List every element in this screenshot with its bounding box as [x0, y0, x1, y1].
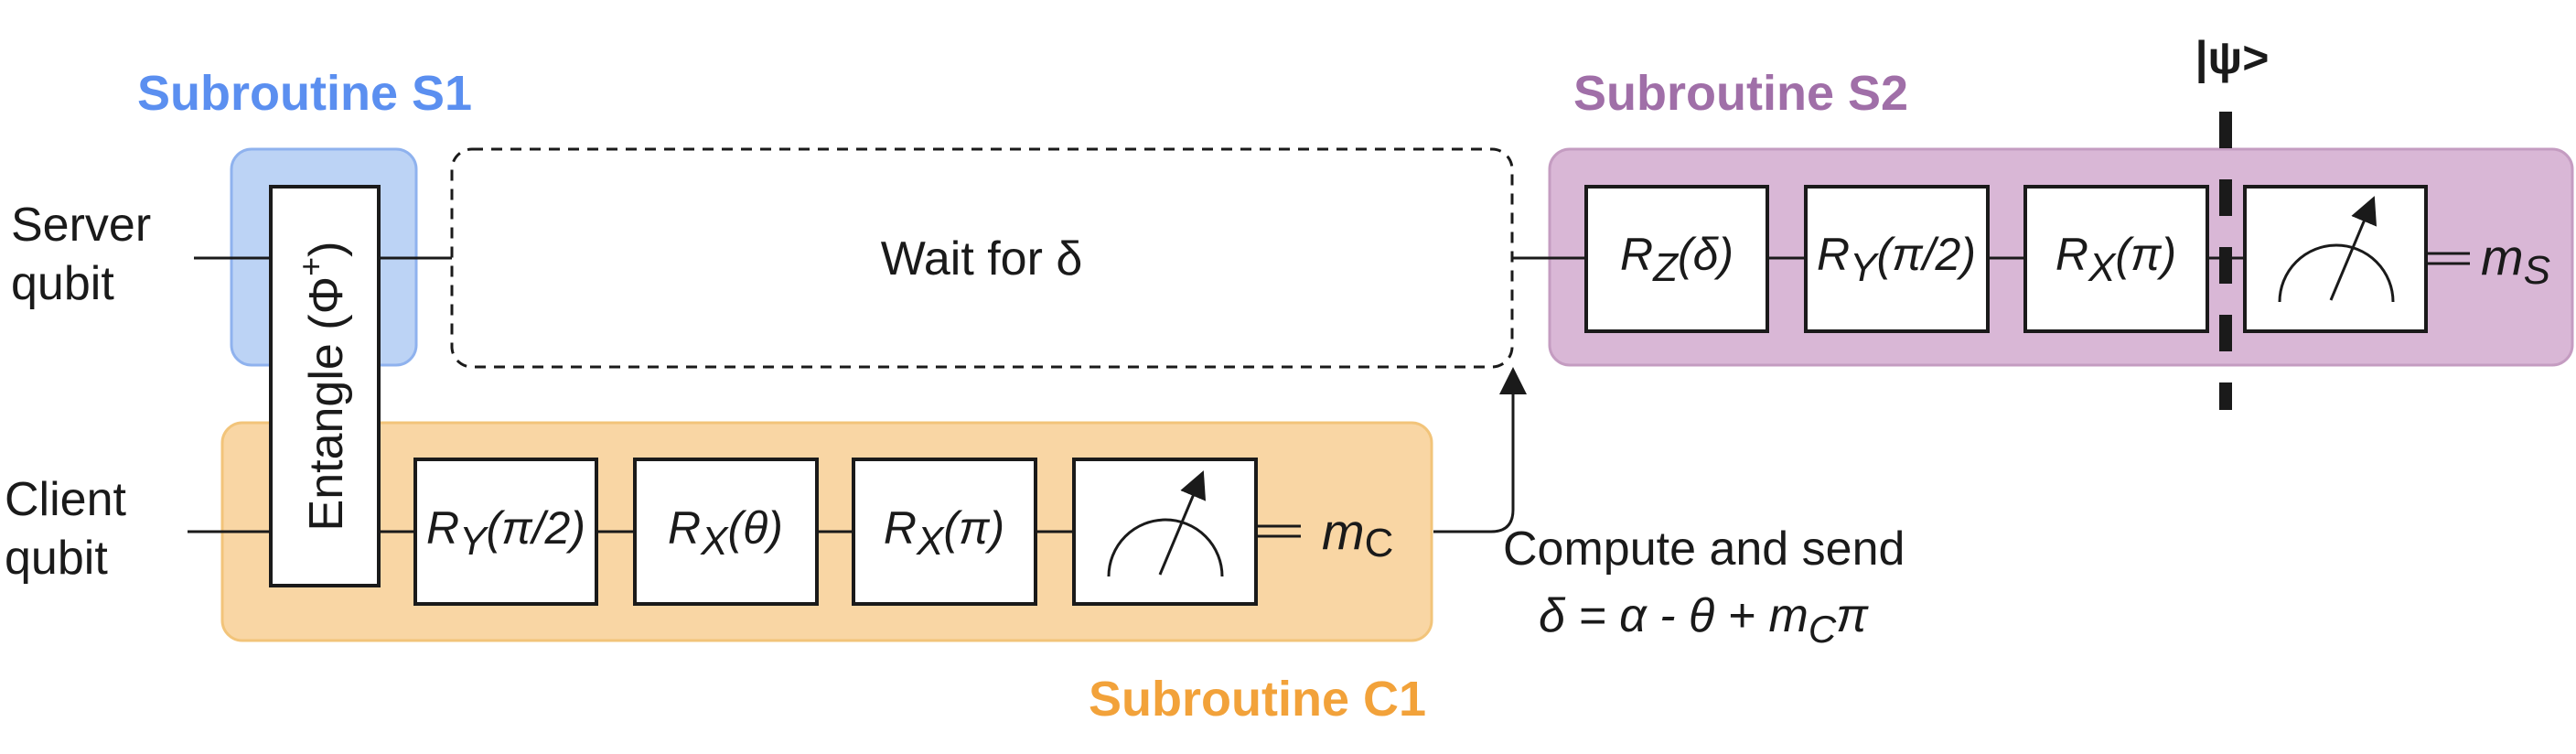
client-gate-rx-pi-label: RX(π) [884, 502, 1004, 564]
server-measurement-gate [2243, 185, 2428, 333]
client-qubit-label: Client qubit [5, 473, 139, 585]
subroutine-s2-title: Subroutine S2 [1573, 66, 1908, 121]
client-gate-rx-theta [633, 458, 819, 606]
entangle-label-sup: + [292, 257, 329, 276]
entangle-gate-label: Entangle (Φ+) [292, 242, 353, 532]
client-meter-icon [1107, 470, 1224, 577]
entangle-label-close: ) [300, 242, 353, 257]
server-gate-rz-label: RZ(δ) [1620, 229, 1733, 290]
client-gate-rx-theta-label: RX(θ) [668, 502, 783, 564]
client-output-label: mC [1322, 502, 1393, 566]
server-meter-icon [2278, 196, 2395, 303]
client-to-server-arrow [1433, 367, 1527, 533]
client-qubit-word1: Client [5, 473, 126, 526]
server-gate-rx [2023, 185, 2209, 333]
client-qubit-word2: qubit [5, 532, 108, 585]
client-gate-rx-pi [852, 458, 1037, 606]
entangle-gate [269, 185, 381, 587]
compute-note-line2: δ = α - θ + mCπ [1539, 589, 1869, 651]
server-qubit-word1: Server [11, 199, 151, 252]
server-qubit-word2: qubit [11, 257, 114, 310]
server-gate-ry-label: RY(π/2) [1817, 229, 1976, 290]
server-qubit-label: Server qubit [11, 199, 165, 310]
subroutine-s1-title: Subroutine S1 [137, 66, 472, 121]
server-gate-ry [1804, 185, 1990, 333]
entangle-label-main: Entangle (Φ [300, 276, 353, 532]
compute-note-line1: Compute and send [1503, 522, 1905, 576]
client-gate-ry [413, 458, 598, 606]
subroutine-c1-title: Subroutine C1 [1089, 672, 1426, 727]
server-gate-rz [1584, 185, 1769, 333]
wait-box-label: Wait for δ [881, 232, 1083, 285]
client-gate-ry-label: RY(π/2) [426, 502, 585, 564]
server-output-label: mS [2481, 228, 2550, 293]
server-gate-rx-label: RX(π) [2055, 229, 2176, 290]
state-marker-label: |ψ> [2195, 32, 2270, 84]
wait-box [450, 147, 1514, 369]
client-measurement-gate [1072, 458, 1258, 606]
